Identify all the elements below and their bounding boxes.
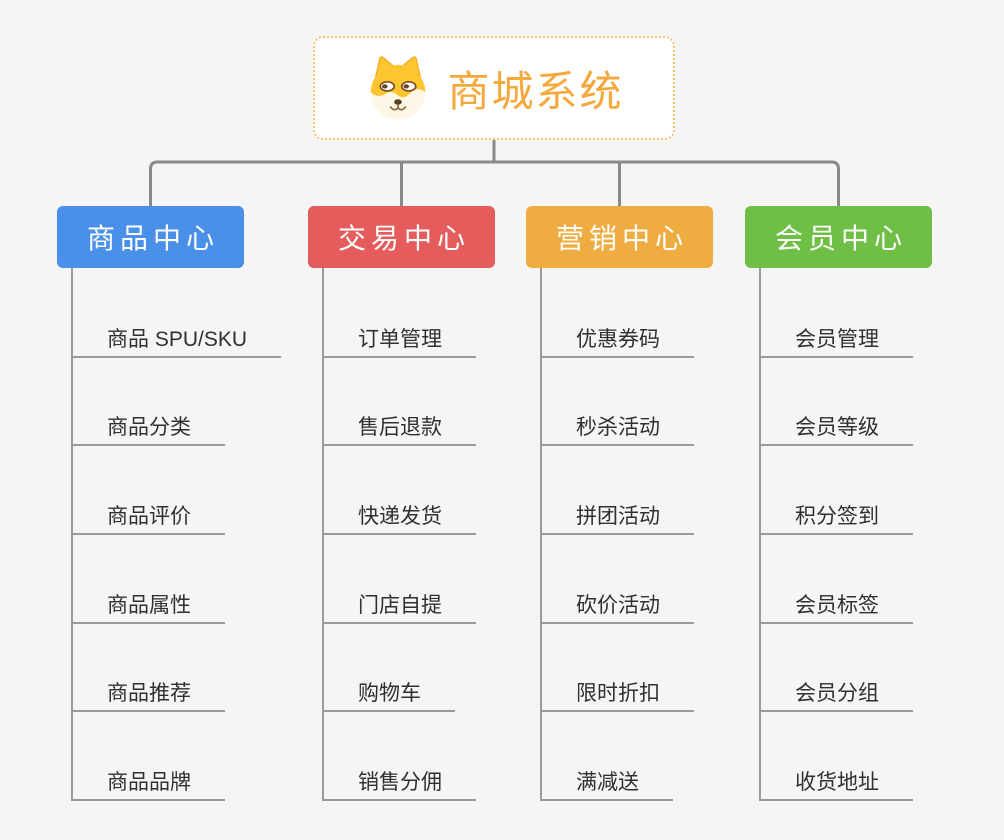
leaf-node[interactable]: 商品 SPU/SKU — [71, 325, 282, 358]
leaf-node[interactable]: 商品分类 — [71, 413, 225, 446]
root-title: 商城系统 — [447, 67, 624, 115]
branch-node[interactable]: 营销中心 — [526, 206, 713, 268]
branch-node[interactable]: 商品中心 — [57, 206, 244, 268]
leaf-node[interactable]: 会员分组 — [759, 679, 913, 712]
shiba-dog-icon — [371, 56, 426, 120]
leaf-node[interactable]: 销售分佣 — [322, 768, 476, 801]
leaf-node[interactable]: 优惠券码 — [540, 325, 694, 358]
leaf-node[interactable]: 积分签到 — [759, 502, 913, 535]
leaf-node[interactable]: 门店自提 — [322, 591, 476, 624]
branch-rail-line — [149, 160, 840, 206]
leaf-node[interactable]: 砍价活动 — [540, 591, 694, 624]
leaf-node[interactable]: 订单管理 — [322, 325, 476, 358]
leaf-node[interactable]: 商品推荐 — [71, 679, 225, 712]
leaf-node[interactable]: 秒杀活动 — [540, 413, 694, 446]
branch-node[interactable]: 交易中心 — [308, 206, 495, 268]
leaf-node[interactable]: 满减送 — [540, 768, 673, 801]
leaf-node[interactable]: 会员标签 — [759, 591, 913, 624]
leaf-node[interactable]: 快递发货 — [322, 502, 476, 535]
root-node[interactable]: 商城系统 — [313, 36, 675, 140]
branch-node[interactable]: 会员中心 — [745, 206, 932, 268]
leaf-node[interactable]: 购物车 — [322, 679, 455, 712]
leaf-node[interactable]: 限时折扣 — [540, 679, 694, 712]
leaf-node[interactable]: 会员等级 — [759, 413, 913, 446]
leaf-node[interactable]: 收货地址 — [759, 768, 913, 801]
leaf-node[interactable]: 商品评价 — [71, 502, 225, 535]
leaf-node[interactable]: 商品属性 — [71, 591, 225, 624]
leaf-node[interactable]: 拼团活动 — [540, 502, 694, 535]
leaf-node[interactable]: 商品品牌 — [71, 768, 225, 801]
leaf-node[interactable]: 售后退款 — [322, 413, 476, 446]
leaf-node[interactable]: 会员管理 — [759, 325, 913, 358]
